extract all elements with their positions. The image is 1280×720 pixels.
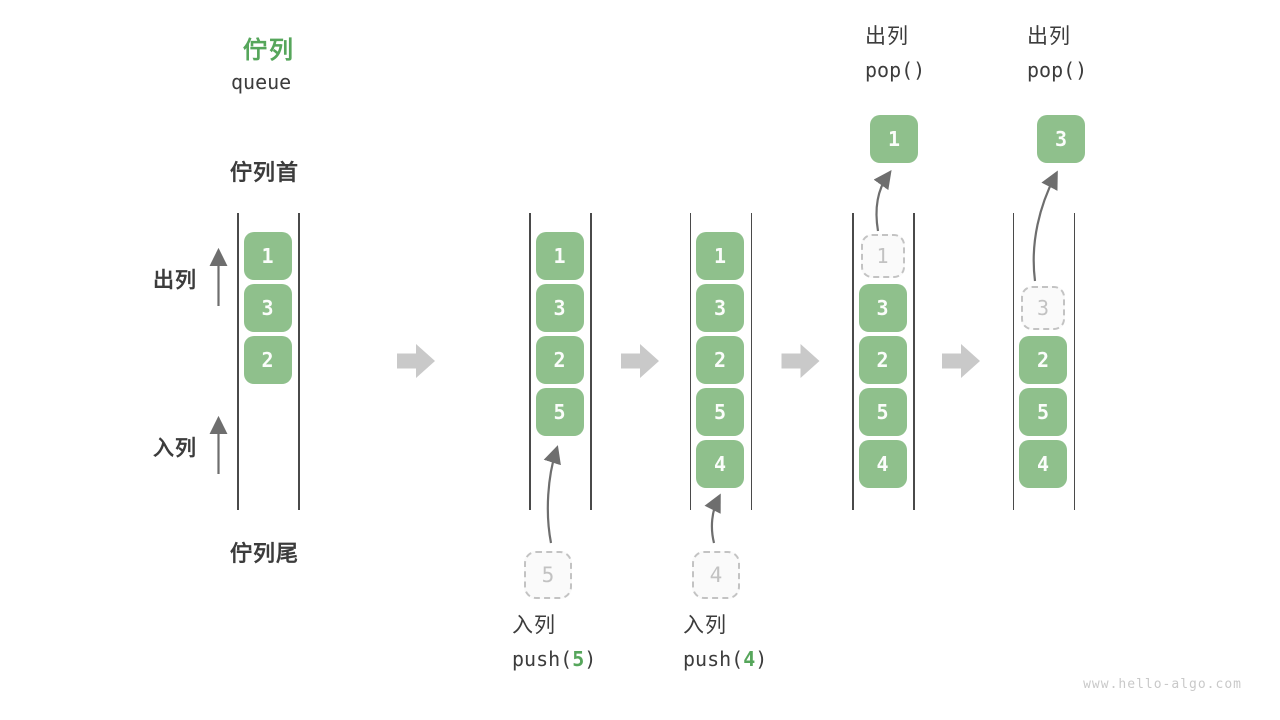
popped-item-box: 3 [1037, 115, 1085, 163]
queue-wall-line [852, 213, 854, 510]
next-state-block-arrow-icon [621, 344, 659, 378]
op-name-text: 入列 [512, 614, 556, 637]
op-code-arg: 5 [572, 647, 585, 671]
pop-3-arrow-icon [1032, 170, 1058, 282]
op-code-pre: push( [683, 647, 744, 671]
queue-item-box: 5 [696, 388, 744, 436]
queue-item-box: 2 [696, 336, 744, 384]
enqueue-op-label: 入列 push(4) [683, 615, 767, 669]
dequeued-item-ghost-box: 1 [860, 234, 905, 278]
queue-wall-line [689, 213, 691, 510]
op-code-text: pop() [865, 58, 926, 82]
pop-1-arrow-icon [873, 169, 892, 232]
queue-item-box: 3 [696, 284, 744, 332]
enqueue-direction-label: 入列 [153, 437, 197, 460]
dequeue-direction-label: 出列 [153, 269, 197, 292]
queue-wall-line [237, 213, 239, 510]
queue-item-box: 2 [535, 336, 584, 384]
queue-item-box: 4 [858, 440, 907, 488]
queue-wall-line [298, 213, 300, 510]
queue-item-box: 1 [243, 232, 292, 280]
next-state-block-arrow-icon [397, 344, 435, 378]
next-state-block-arrow-icon [781, 344, 820, 378]
queue-wall-line [1073, 213, 1075, 510]
next-state-block-arrow-icon [942, 344, 980, 378]
queue-item-box: 3 [535, 284, 584, 332]
queue-wall-line [590, 213, 592, 510]
diagram-title-zh: 佇列 [243, 37, 295, 64]
op-code-text: push(5) [512, 649, 596, 669]
op-code-text: pop() [1027, 58, 1088, 82]
staged-item-box: 5 [524, 551, 572, 599]
op-name-text: 入列 [683, 614, 727, 637]
staged-item-box: 4 [692, 551, 740, 599]
queue-wall-line [529, 213, 531, 510]
push-4-arrow-icon [704, 493, 721, 544]
queue-rear-label: 佇列尾 [230, 541, 300, 566]
queue-item-box: 4 [696, 440, 744, 488]
queue-item-box: 1 [696, 232, 744, 280]
op-code-post: ) [755, 647, 768, 671]
queue-item-box: 2 [858, 336, 907, 384]
op-code-pre: push( [512, 647, 573, 671]
queue-item-box: 1 [535, 232, 584, 280]
push-5-arrow-icon [543, 445, 561, 544]
queue-wall-line [750, 213, 752, 510]
op-name-text: 出列 [1027, 25, 1071, 48]
diagram-title-en: queue [231, 70, 292, 94]
queue-item-box: 5 [1019, 388, 1067, 436]
queue-item-box: 3 [243, 284, 292, 332]
queue-item-box: 4 [1019, 440, 1067, 488]
queue-front-label: 佇列首 [230, 160, 300, 185]
queue-item-box: 5 [858, 388, 907, 436]
queue-item-box: 2 [243, 336, 292, 384]
op-code-post: ) [584, 647, 597, 671]
queue-wall-line [1012, 213, 1014, 510]
dequeue-op-label: 出列 pop() [865, 26, 925, 80]
op-name-text: 出列 [865, 25, 909, 48]
queue-item-box: 5 [535, 388, 584, 436]
op-code-text: push(4) [683, 649, 767, 669]
dequeued-item-ghost-box: 3 [1021, 286, 1065, 330]
dequeue-op-label: 出列 pop() [1027, 26, 1087, 80]
queue-item-box: 2 [1019, 336, 1067, 384]
popped-item-box: 1 [870, 115, 918, 163]
enqueue-op-label: 入列 push(5) [512, 615, 596, 669]
op-code-arg: 4 [743, 647, 756, 671]
queue-wall-line [913, 213, 915, 510]
watermark: www.hello-algo.com [1083, 677, 1242, 692]
queue-item-box: 3 [858, 284, 907, 332]
